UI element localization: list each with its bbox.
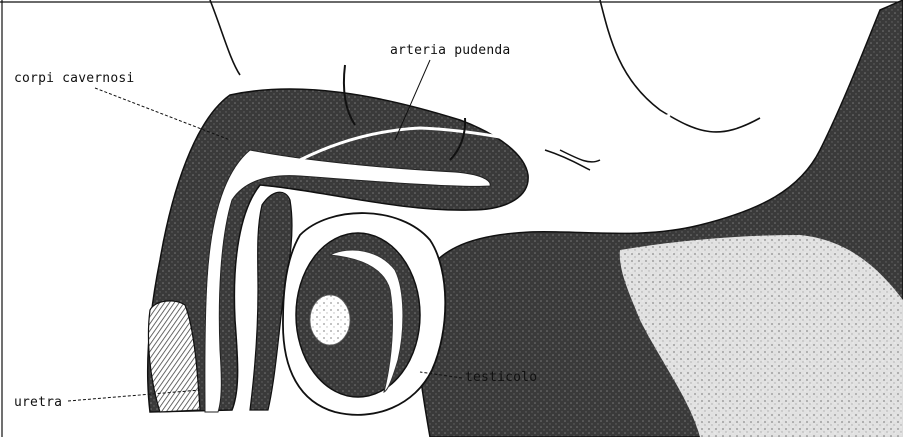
label-corpi-cavernosi: corpi cavernosi [14,71,134,86]
leader-corpi [95,88,230,140]
label-uretra: uretra [14,395,62,410]
label-arteria-pudenda: arteria pudenda [390,43,510,58]
artery-branch [545,150,600,170]
label-testicolo: testicolo [465,370,537,385]
testicle-core [310,295,350,345]
